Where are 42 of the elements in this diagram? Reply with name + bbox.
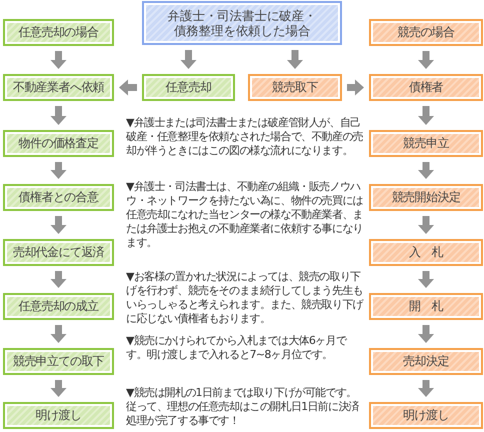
- arrow: [50, 325, 66, 343]
- process-box: 債権者: [369, 74, 483, 101]
- note-text: ▼競売は開札の1日前までは取り下げが可能です。従って、理想の任意売却はこの開札日1日前に決済処理が完了する事です！: [126, 386, 360, 428]
- process-box: 競売の場合: [369, 19, 483, 46]
- process-box: 明け渡し: [3, 402, 114, 429]
- note-text: ▼競売にかけられてから入札までは大体6ヶ月です。明け渡しまで入れると7~8ヶ月位です。: [126, 334, 348, 362]
- note-text: ▼お客様の置かれた状況によっては、競売の取り下げを行わず、競売をそのまま続行してしまう先生もいらっしゃると考えられます。また、競売取り下げに応じない債権者もおります。: [126, 270, 364, 326]
- arrow: [50, 380, 66, 397]
- process-box: 任意売却の場合: [3, 19, 114, 46]
- arrow: [119, 80, 137, 96]
- process-box: 競売取下: [248, 74, 342, 101]
- arrow: [50, 271, 66, 288]
- process-box: 入 札: [369, 239, 483, 266]
- note-text: ▼弁護士または司法書士または破産管財人が、自己破産・任意整理を依頼なされた場合で、不動産の売却が伴うときにはこの図の様な流れになります。: [126, 116, 364, 158]
- process-box: 競売開始決定: [369, 184, 483, 211]
- arrow: [50, 162, 66, 179]
- process-box: 売却決定: [369, 348, 483, 375]
- arrow: [418, 162, 434, 179]
- arrow: [347, 80, 364, 96]
- process-box: 売却代金にて返済: [3, 239, 114, 266]
- arrow: [418, 271, 434, 288]
- process-box: 任意売却の成立: [3, 293, 114, 320]
- process-box: 債権者との合意: [3, 184, 114, 211]
- process-box: 弁護士・司法書士に破産・債務整理を依頼した場合: [142, 1, 342, 45]
- arrow: [418, 106, 434, 125]
- process-box: 開 札: [369, 293, 483, 320]
- process-box: 競売申立: [369, 130, 483, 157]
- process-box: 不動産業者へ依頼: [3, 74, 114, 101]
- process-box: 物件の価格査定: [3, 130, 114, 157]
- process-box: 任意売却: [142, 74, 235, 101]
- arrow: [287, 50, 303, 69]
- arrow: [50, 216, 66, 234]
- process-box: 明け渡し: [369, 402, 483, 429]
- arrow: [418, 51, 434, 69]
- arrow: [418, 380, 434, 397]
- arrow: [418, 325, 434, 343]
- arrow: [50, 51, 66, 69]
- process-box: 競売申立ての取下: [3, 348, 114, 375]
- arrow: [50, 106, 66, 125]
- arrow: [180, 50, 196, 69]
- arrow: [418, 216, 434, 234]
- note-text: ▼弁護士・司法書士は、不動産の組織・販売ノウハウ・ネットワークを持たない為に、物件の売買には任意売却になれた当センターの様な不動産業者、または弁護士お抱えの不動産業者に依頼する事になります。: [126, 180, 364, 250]
